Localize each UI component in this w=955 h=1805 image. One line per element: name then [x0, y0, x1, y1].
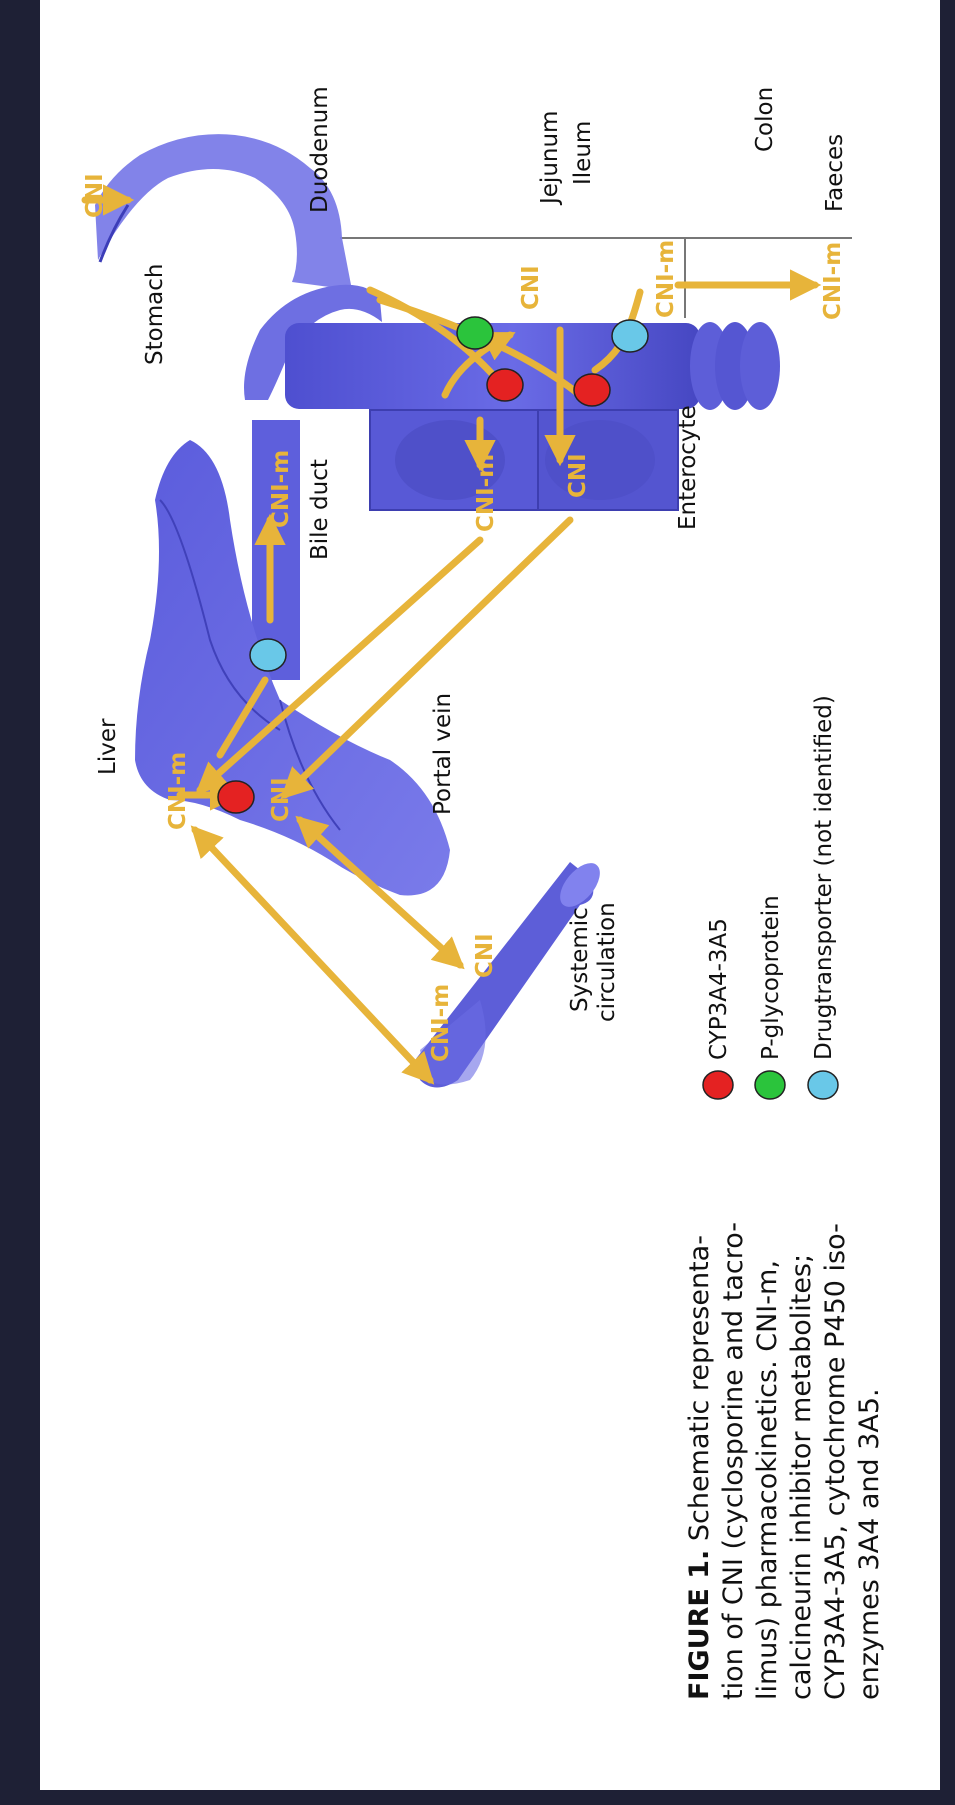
caption-figure-label: FIGURE 1.	[684, 1550, 715, 1700]
enterocyte-out-cni-label: CNI	[565, 453, 591, 498]
cyp-marker-2	[574, 374, 610, 406]
enterocyte-out-cni-m-label: CNI-m	[473, 454, 499, 532]
portal-cni-arrow	[285, 520, 570, 795]
transporter-marker-gut	[612, 320, 648, 352]
colon-segments	[690, 322, 780, 410]
label-bile-duct: Bile duct	[307, 459, 333, 560]
cyp-marker-1	[487, 369, 523, 401]
caption-line-5: CYP3A4-3A5, cytochrome P450 iso-	[820, 1223, 851, 1700]
region-colon: Colon	[752, 87, 778, 152]
systemic-cni-label: CNI	[472, 933, 498, 978]
liver-cni-m-label: CNI-m	[165, 752, 191, 830]
figure-page: Duodenum Jejunum Ileum Colon Faeces Stom…	[40, 0, 940, 1790]
legend-cyp-label: CYP3A4-3A5	[706, 918, 732, 1060]
label-systemic-line2: circulation	[594, 902, 620, 1022]
cyp-marker-liver	[218, 781, 254, 813]
legend: CYP3A4-3A5 P-glycoprotein Drugtransporte…	[703, 695, 838, 1099]
pharmacokinetics-diagram: Duodenum Jejunum Ileum Colon Faeces Stom…	[40, 0, 940, 1790]
label-enterocyte: Enterocyte	[675, 405, 701, 530]
gut-cni-label: CNI	[518, 265, 544, 310]
legend-cyp-swatch	[703, 1071, 733, 1099]
figure-caption: FIGURE 1. Schematic representa- tion of …	[684, 1222, 885, 1700]
caption-line-6: enzymes 3A4 and 3A5.	[854, 1388, 885, 1700]
legend-pgp-swatch	[755, 1071, 785, 1099]
label-stomach: Stomach	[142, 264, 168, 365]
pgp-marker	[457, 317, 493, 349]
label-portal-vein: Portal vein	[430, 693, 456, 815]
caption-line-2: tion of CNI (cyclosporine and tacro-	[718, 1222, 749, 1700]
bile-cni-m-label: CNI-m	[268, 450, 294, 528]
transporter-marker-bile	[250, 639, 286, 671]
enterocyte-cells	[370, 410, 678, 510]
caption-line-1: FIGURE 1. Schematic representa-	[684, 1235, 715, 1700]
label-systemic-line1: Systemic	[567, 907, 593, 1012]
region-ileum: Ileum	[570, 121, 596, 185]
faeces-cni-m-label: CNI-m	[820, 242, 846, 320]
region-duodenum: Duodenum	[307, 86, 333, 213]
liver-cni-label: CNI	[268, 777, 294, 822]
label-liver: Liver	[95, 718, 121, 775]
systemic-cni-m-label: CNI-m	[428, 984, 454, 1062]
intake-cni-label: CNI	[82, 173, 108, 218]
caption-line-4: calcineurin inhibitor metabolites;	[786, 1254, 817, 1700]
legend-transporter-swatch	[808, 1071, 838, 1099]
region-faeces: Faeces	[822, 134, 848, 212]
region-jejunum: Jejunum	[537, 111, 563, 206]
legend-pgp-label: P-glycoprotein	[758, 895, 784, 1060]
caption-line-3: limus) pharmacokinetics. CNI-m,	[752, 1260, 783, 1700]
gut-cni-m-label: CNI-m	[653, 240, 679, 318]
legend-transporter-label: Drugtransporter (not identified)	[811, 695, 837, 1060]
